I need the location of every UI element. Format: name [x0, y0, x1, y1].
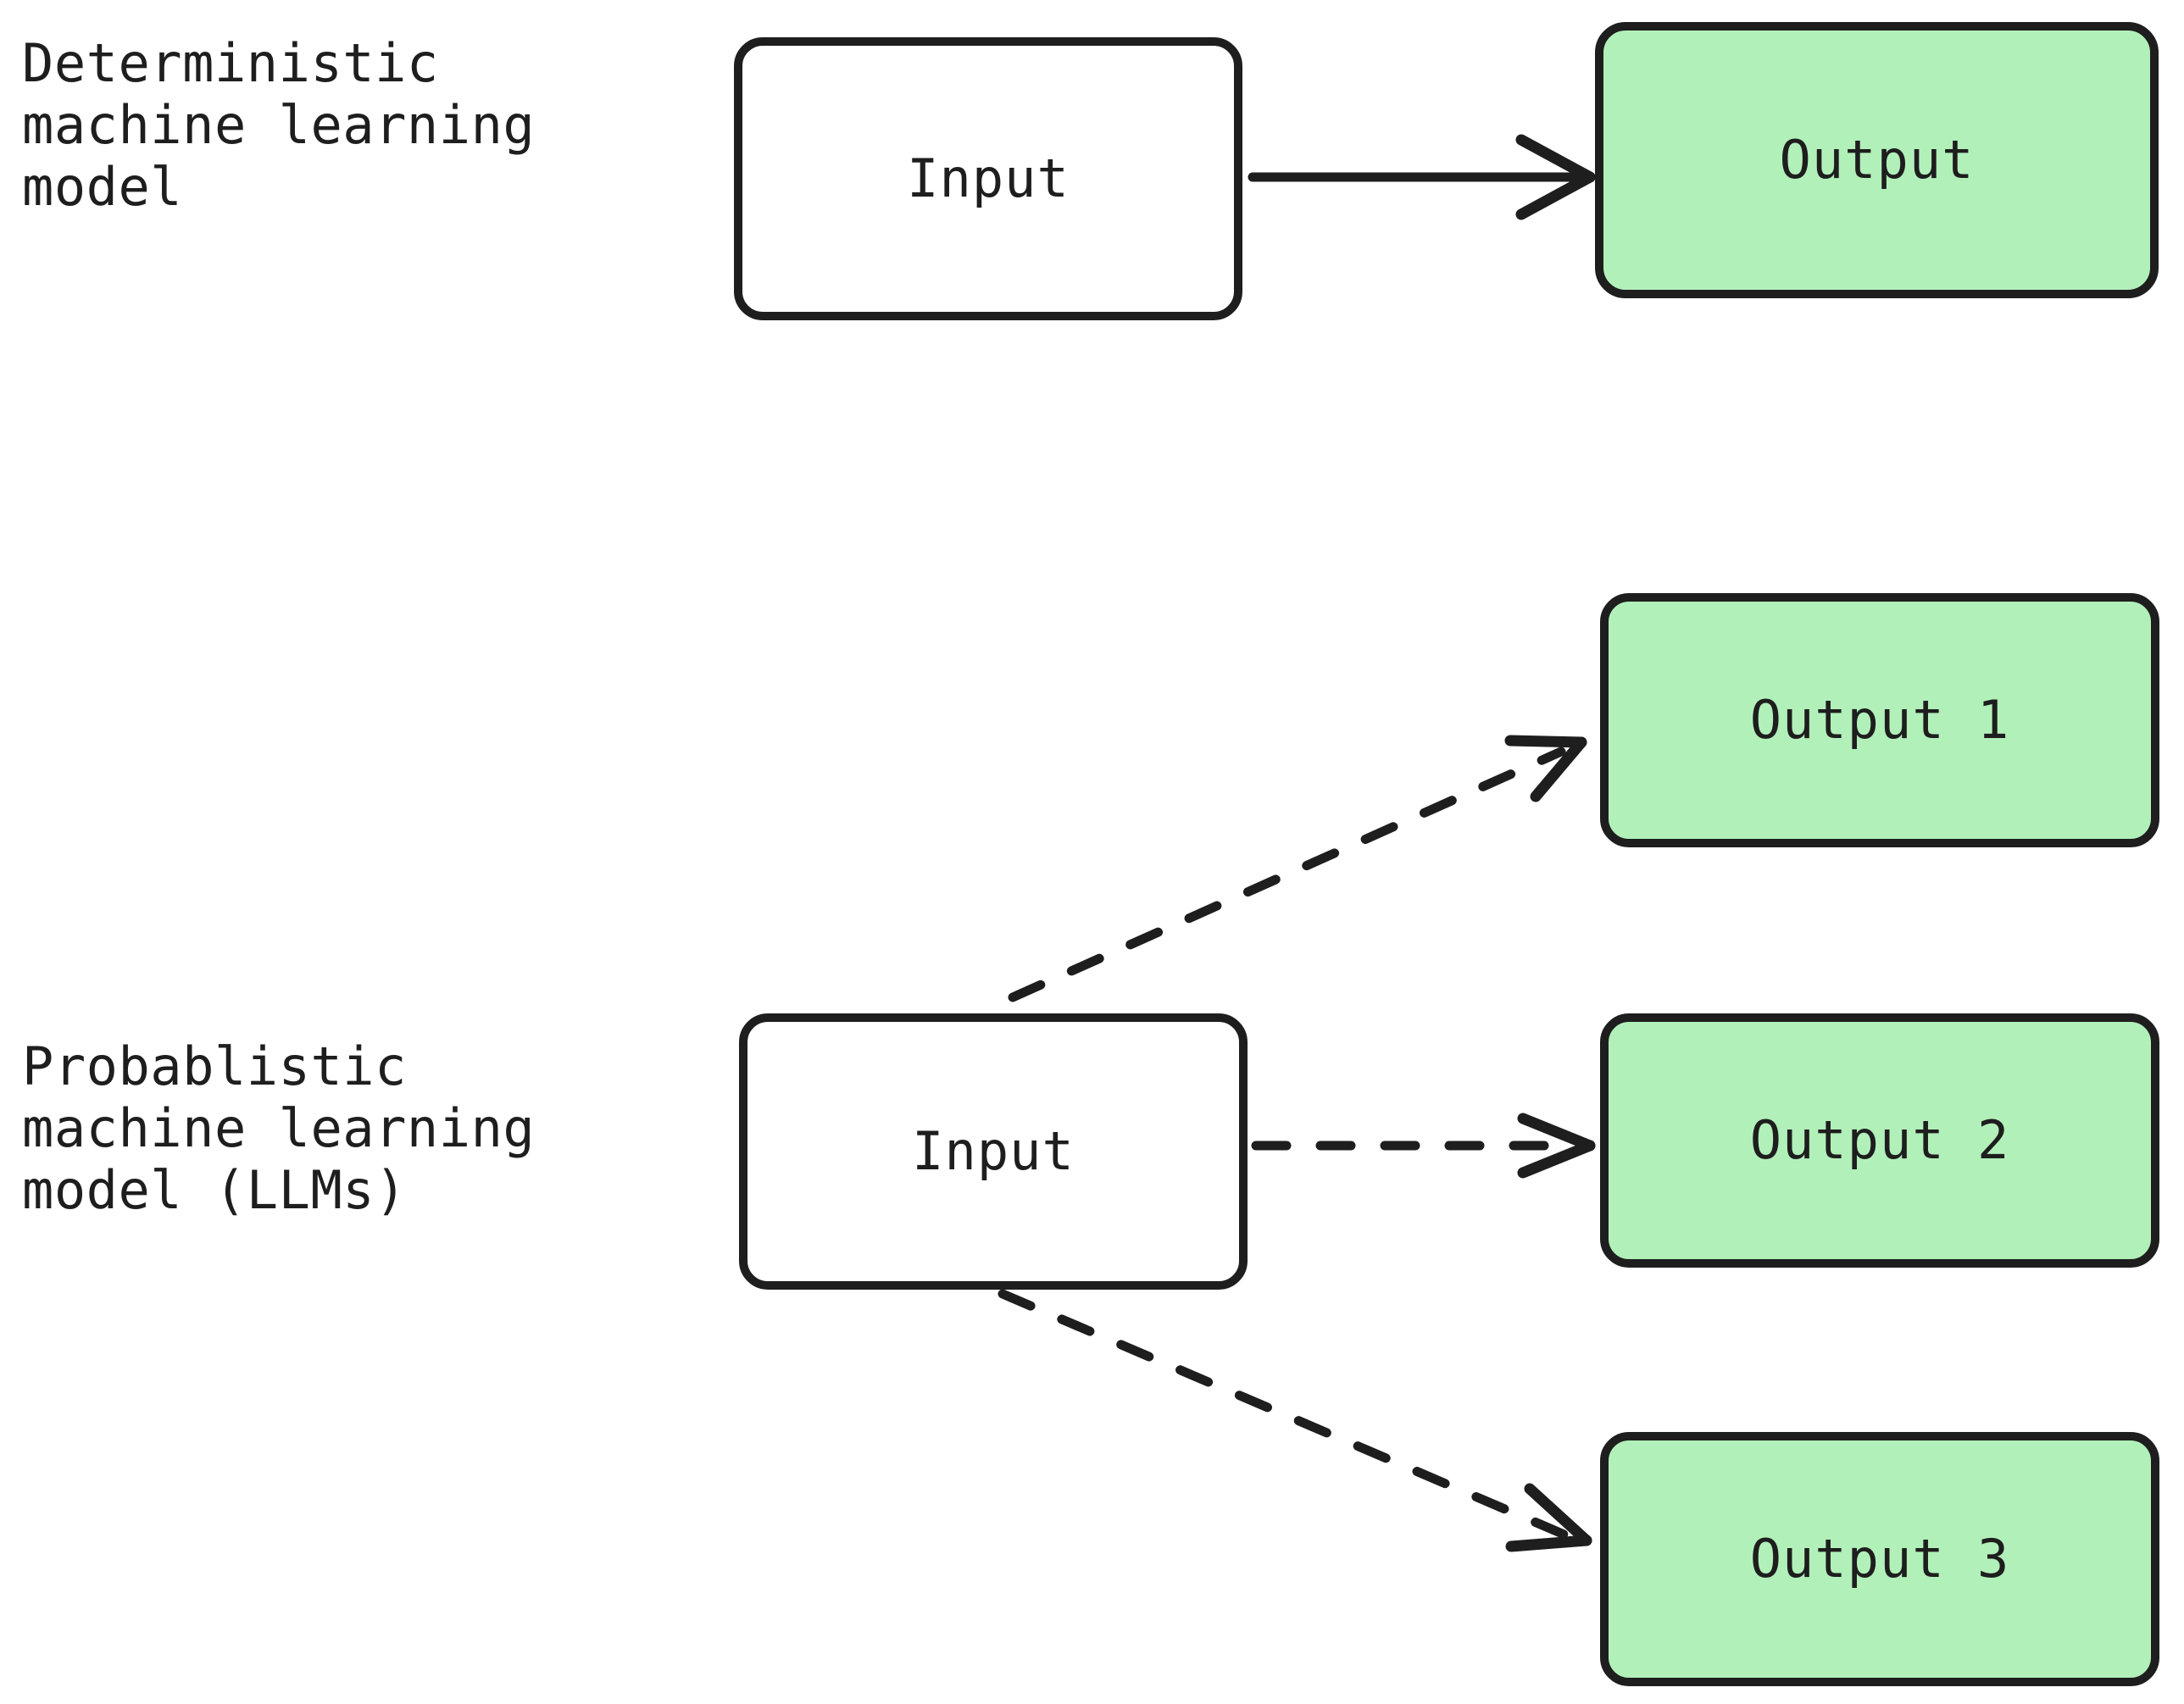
node-output-1[interactable]: Output 1 [1600, 593, 2159, 847]
node-output-2[interactable]: Output 2 [1600, 1013, 2159, 1268]
node-output-3-label: Output 3 [1749, 1528, 2010, 1590]
edge-input-to-output1-dashed [1008, 735, 1587, 1002]
edge-input-to-output-solid [1248, 134, 1596, 220]
node-input-deterministic-label: Input [907, 147, 1070, 209]
node-output-deterministic[interactable]: Output [1595, 22, 2159, 298]
node-output-3[interactable]: Output 3 [1600, 1432, 2159, 1686]
edge-input-to-output3-dashed [998, 1289, 1592, 1552]
edge-input-to-output2-dashed [1251, 1113, 1596, 1179]
node-output-1-label: Output 1 [1749, 689, 2010, 751]
row-label-deterministic: Deterministic machine learning model [22, 32, 536, 219]
node-output-deterministic-label: Output [1779, 129, 1975, 191]
node-input-probabilistic-label: Input [912, 1120, 1075, 1182]
row-label-probabilistic: Probablistic machine learning model (LLM… [22, 1035, 536, 1222]
node-output-2-label: Output 2 [1749, 1109, 2010, 1171]
node-input-deterministic[interactable]: Input [734, 37, 1242, 320]
node-input-probabilistic[interactable]: Input [739, 1013, 1248, 1290]
